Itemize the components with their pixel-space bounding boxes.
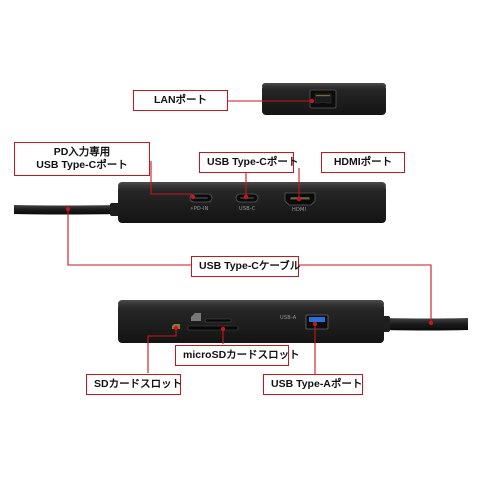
sd-slot (187, 325, 239, 331)
lan-port-callout: LANポート (133, 90, 228, 112)
hdmi-port-callout: HDMIポート (321, 152, 405, 174)
rear-side-view (118, 300, 468, 343)
lan-side-view (262, 83, 386, 115)
lan-port-label: LANポート (153, 94, 208, 106)
pd-input-label-line1: PD入力専用 (53, 146, 111, 158)
hdmi-port-label: HDMIポート (333, 156, 393, 168)
usb-a-port-label: USB Type-Aポート (271, 378, 363, 390)
pd-input-label-line2: USB Type-Cポート (36, 159, 128, 172)
usb-a-marking: USB-A (280, 315, 297, 321)
microsd-slot (204, 318, 232, 323)
usb-c-port-label: USB Type-Cポート (207, 156, 299, 168)
sd-slot-label: SDカードスロット (94, 378, 183, 390)
usb-c-cable-callout: USB Type-Cケーブル (191, 256, 301, 278)
front-side-view (14, 182, 386, 223)
pd-input-callout: PD入力専用 USB Type-Cポート (14, 142, 150, 177)
hub-body-rear (118, 303, 384, 343)
pd-in-marking: ⚡PD-IN (190, 206, 209, 212)
pd-in-port (189, 193, 213, 203)
usb-c-port-callout: USB Type-Cポート (199, 152, 299, 174)
hdmi-marking: HDMI (292, 207, 307, 213)
hub-body-front (118, 185, 386, 223)
usb-c-marking: USB-C (239, 206, 256, 212)
lan-port (309, 89, 337, 109)
usb-a-port-callout: USB Type-Aポート (263, 374, 363, 396)
sd-slot-callout: SDカードスロット (86, 374, 183, 396)
microsd-slot-label: microSDカードスロット (183, 349, 300, 361)
usb-c-cable-rear (384, 318, 468, 331)
microsd-slot-callout: microSDカードスロット (175, 345, 300, 367)
usb-a-port (305, 314, 329, 330)
usb-c-cable-label: USB Type-Cケーブル (199, 260, 301, 272)
